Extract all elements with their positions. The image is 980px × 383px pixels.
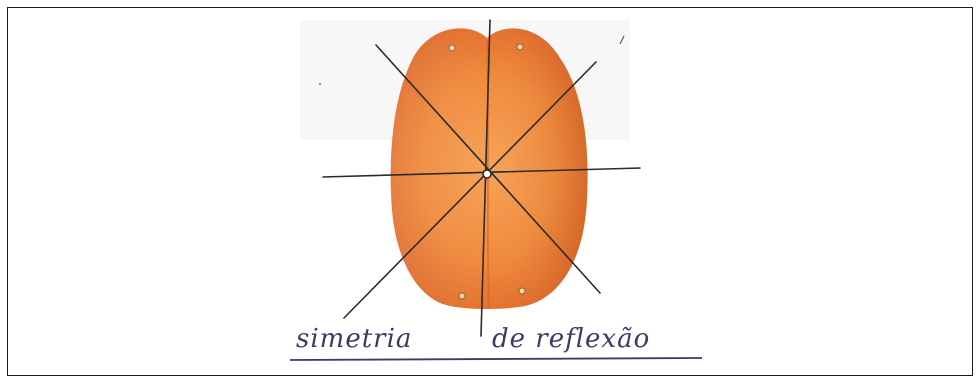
caption-word-simetria: simetria bbox=[296, 324, 412, 354]
handwritten-caption: simetria de reflexão bbox=[296, 322, 704, 362]
center-point bbox=[483, 170, 491, 178]
stray-dot bbox=[319, 83, 321, 85]
caption-word-de-reflexao: de reflexão bbox=[492, 324, 650, 354]
